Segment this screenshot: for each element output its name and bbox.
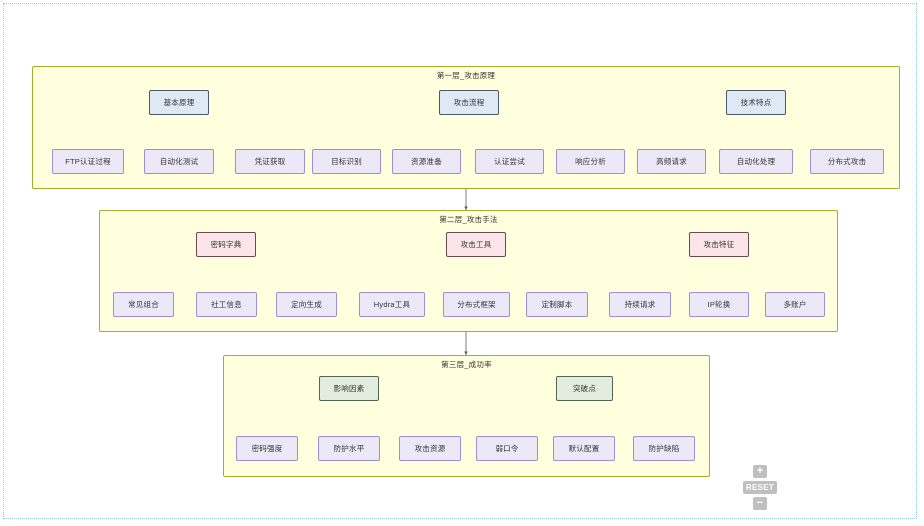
node-label: 定向生成 [291,300,322,309]
cluster-layer3[interactable]: 第三层_成功率 [223,355,710,477]
node-label: 防护缺陷 [648,444,680,453]
cluster-title-layer2: 第二层_攻击手法 [439,215,498,224]
node-label: 基本原理 [163,98,195,107]
node-leaf-layer3-0-0[interactable]: 密码强度 [236,436,298,461]
node-leaf-layer1-2-2[interactable]: 分布式攻击 [810,149,884,174]
node-label: 弱口令 [495,444,519,453]
zoom-out-label: − [756,497,764,509]
node-leaf-layer3-0-1[interactable]: 防护水平 [318,436,380,461]
node-leaf-layer3-0-2[interactable]: 攻击资源 [399,436,461,461]
node-leaf-layer1-1-1[interactable]: 资源准备 [392,149,461,174]
node-leaf-layer3-1-2[interactable]: 防护缺陷 [633,436,695,461]
node-leaf-layer1-2-0[interactable]: 高频请求 [637,149,706,174]
node-root-layer1-0[interactable]: 基本原理 [149,90,209,115]
cluster-title-layer3: 第三层_成功率 [441,360,492,369]
zoom-out-icon[interactable]: − [753,497,767,510]
node-leaf-layer1-1-3[interactable]: 响应分析 [556,149,625,174]
node-label: 高频请求 [656,157,687,166]
reset-zoom-label: RESET [745,483,775,492]
node-leaf-layer1-1-0[interactable]: 目标识别 [312,149,381,174]
node-label: 密码强度 [251,444,283,453]
node-leaf-layer1-0-2[interactable]: 凭证获取 [235,149,305,174]
node-label: 响应分析 [575,157,606,166]
node-label: 目标识别 [331,157,362,166]
node-label: 自动化处理 [736,157,776,166]
node-root-layer1-1[interactable]: 攻击流程 [439,90,499,115]
node-label: 持续请求 [624,300,656,309]
node-label: Hydra工具 [373,300,411,309]
node-label: 密码字典 [210,240,242,249]
node-leaf-layer2-1-2[interactable]: 定制脚本 [526,292,588,317]
node-leaf-layer2-0-2[interactable]: 定向生成 [276,292,337,317]
node-root-layer2-0[interactable]: 密码字典 [196,232,256,257]
node-root-layer3-0[interactable]: 影响因素 [319,376,379,401]
diagram-canvas[interactable]: 第一层_攻击原理 基本原理 攻击流程 技术特点 FTP认证过程 自动化测试 凭证… [3,3,917,519]
node-label: 多账户 [783,300,807,309]
node-leaf-layer2-0-1[interactable]: 社工信息 [196,292,257,317]
reset-zoom-button[interactable]: RESET [743,481,777,494]
node-leaf-layer2-1-0[interactable]: Hydra工具 [359,292,425,317]
node-label: 凭证获取 [254,157,286,166]
node-leaf-layer1-1-2[interactable]: 认证尝试 [475,149,544,174]
node-root-layer3-1[interactable]: 突破点 [556,376,613,401]
node-label: 攻击工具 [460,240,492,249]
node-leaf-layer3-1-1[interactable]: 默认配置 [553,436,615,461]
zoom-in-icon[interactable]: + [753,465,767,478]
node-root-layer2-1[interactable]: 攻击工具 [446,232,506,257]
node-label: 影响因素 [333,384,365,393]
node-label: 突破点 [572,384,597,393]
node-label: 认证尝试 [494,157,525,166]
node-leaf-layer1-2-1[interactable]: 自动化处理 [719,149,793,174]
zoom-controls: + RESET − [743,465,777,510]
node-leaf-layer2-2-1[interactable]: IP轮换 [689,292,749,317]
node-label: 分布式框架 [457,300,496,309]
cluster-title-layer1: 第一层_攻击原理 [436,71,496,80]
node-label: 定制脚本 [541,300,573,309]
node-leaf-layer2-1-1[interactable]: 分布式框架 [443,292,510,317]
node-leaf-layer1-0-0[interactable]: FTP认证过程 [52,149,124,174]
node-root-layer2-2[interactable]: 攻击特征 [689,232,749,257]
flowchart: 第一层_攻击原理 基本原理 攻击流程 技术特点 FTP认证过程 自动化测试 凭证… [4,4,918,520]
zoom-in-label: + [756,465,764,477]
node-leaf-layer1-0-1[interactable]: 自动化测试 [144,149,214,174]
node-label: FTP认证过程 [65,157,111,166]
node-leaf-layer2-2-2[interactable]: 多账户 [765,292,825,317]
node-label: IP轮换 [707,300,731,309]
node-label: 资源准备 [411,157,442,166]
node-label: 常见组合 [128,300,159,309]
node-leaf-layer2-0-0[interactable]: 常见组合 [113,292,174,317]
node-label: 攻击特征 [703,240,735,249]
node-label: 防护水平 [333,444,365,453]
node-label: 社工信息 [211,300,242,309]
node-label: 攻击资源 [414,444,446,453]
node-label: 自动化测试 [159,157,199,166]
node-leaf-layer2-2-0[interactable]: 持续请求 [609,292,671,317]
node-leaf-layer3-1-0[interactable]: 弱口令 [476,436,538,461]
node-label: 默认配置 [568,444,600,453]
node-root-layer1-2[interactable]: 技术特点 [726,90,786,115]
node-label: 攻击流程 [453,98,485,107]
node-label: 分布式攻击 [827,157,867,166]
node-label: 技术特点 [740,98,772,107]
